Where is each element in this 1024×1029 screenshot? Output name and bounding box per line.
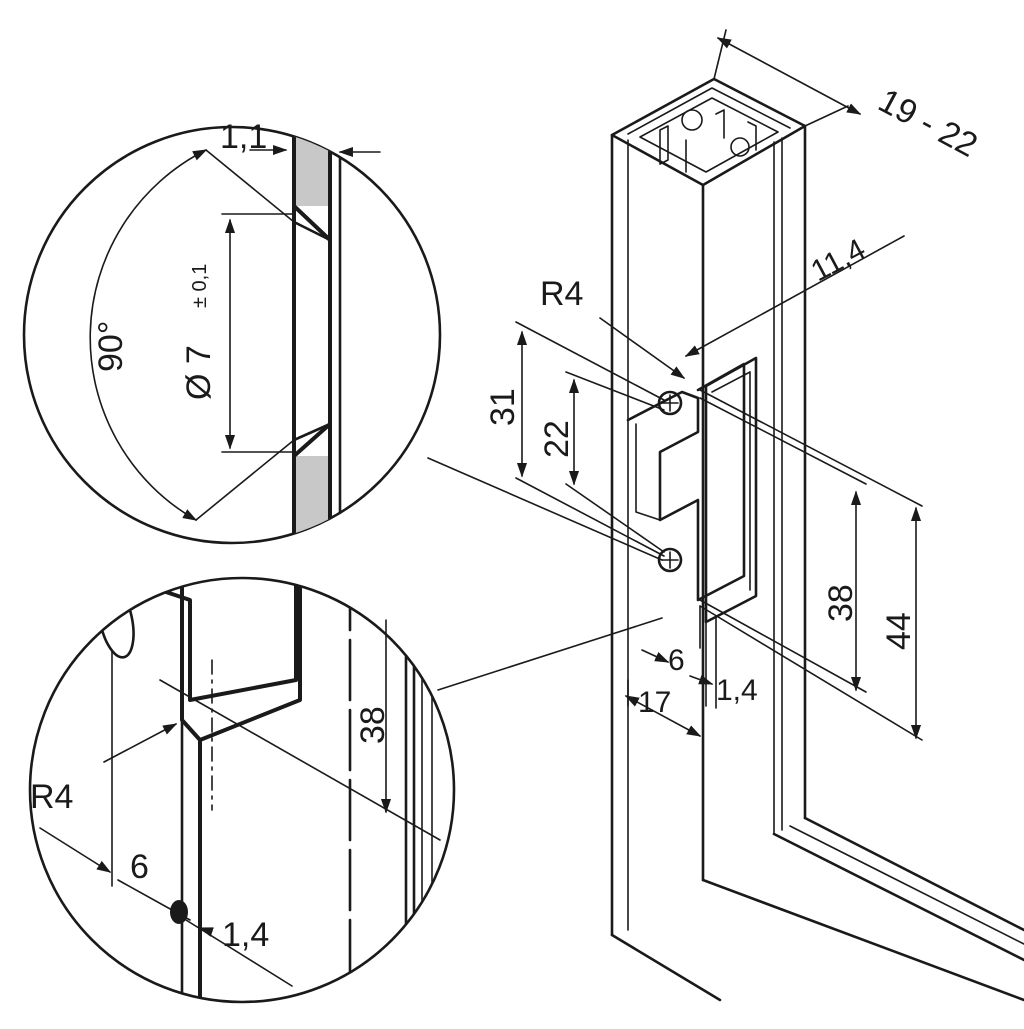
upper-screw-hole-icon [657,390,683,416]
lower-screw-hole-icon [657,547,683,573]
latch-recess [704,356,758,624]
detail-bottom-corner: 38 R4 6 1,4 [28,576,456,1004]
detail-bottom-width-6: 6 [130,848,149,886]
profile-top-face [610,77,807,187]
dim-width-6: 6 [668,644,685,677]
main-dimensions: 19 - 22 11,4 R4 31 22 38 44 6 1,4 [484,29,984,741]
detail-top-angle: 90° [92,321,130,372]
detail-top-diameter: Ø 7 [180,345,218,400]
dim-offset: 11,4 [806,233,871,289]
detail-top-countersink: 1,1 Ø 7 ± 0,1 90° [22,118,442,545]
dim-radius: R4 [540,275,583,313]
strike-plate-cutout [626,356,758,624]
dim-width-17: 17 [638,686,671,719]
dim-profile-width: 19 - 22 [872,82,983,165]
cutout-outline [626,362,746,602]
dim-height-38: 38 [822,584,860,622]
detail-top-circle [22,125,442,545]
dim-height-44: 44 [880,612,918,650]
dim-height-22: 22 [538,420,576,458]
profile-chambers [627,87,791,173]
dim-height-31: 31 [484,388,522,426]
detail-bottom-section-dot [170,900,188,924]
door-frame-profile [610,77,1024,1002]
dim-thickness-1-4: 1,4 [716,674,758,707]
detail-top-thickness: 1,1 [220,118,267,156]
detail-bottom-height-38: 38 [354,706,392,744]
detail-bottom-radius: R4 [30,778,73,816]
detail-bottom-thickness-1-4: 1,4 [222,916,269,954]
leader-to-top-detail [427,457,663,561]
leader-to-bottom-detail [437,617,663,691]
detail-top-tolerance: ± 0,1 [189,264,211,308]
detail-bottom-circle [28,576,456,1004]
